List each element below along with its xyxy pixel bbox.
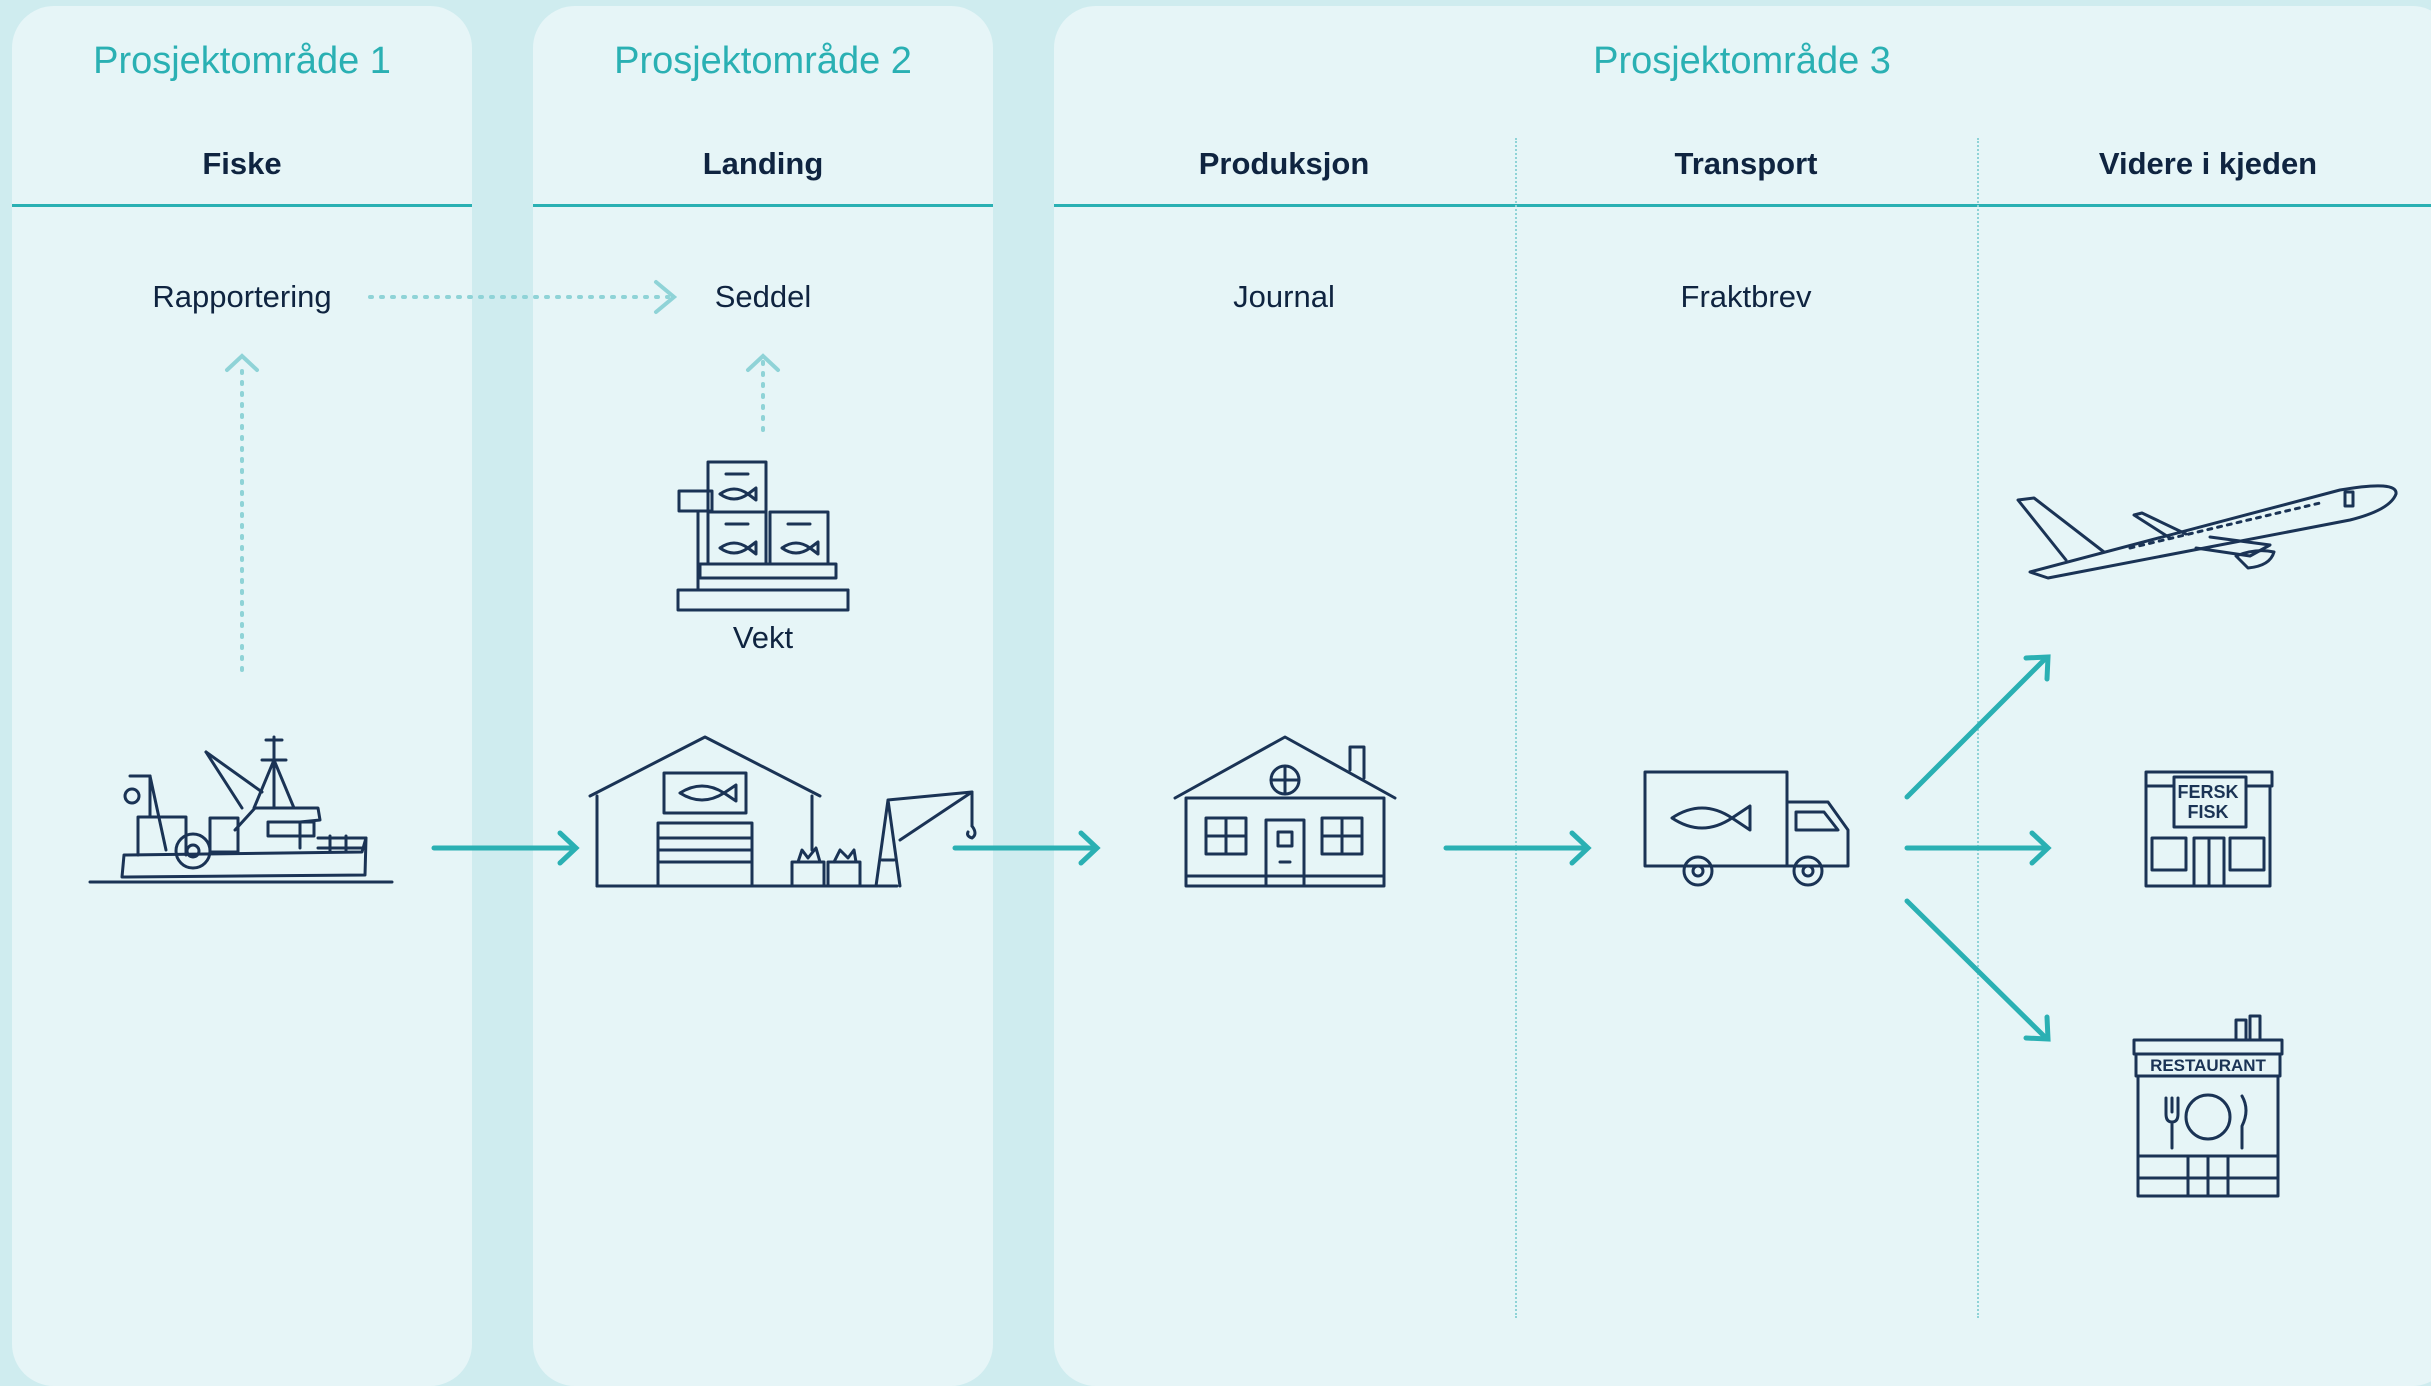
column-divider-1 [1515,138,1517,1318]
fishing-boat-icon [88,735,394,884]
warehouse-icon [588,735,977,888]
production-house-icon [1173,735,1397,888]
area-title-2: Prosjektområde 2 [614,40,912,82]
dotted-arrow-vekt-to-seddel [746,353,780,432]
dotted-arrow-boat-to-rapportering [225,353,259,672]
stage-header-produksjon: Produksjon [1198,146,1370,181]
area-title-1: Prosjektområde 1 [93,40,391,82]
truck-icon [1643,770,1850,887]
document-journal: Journal [1233,279,1335,314]
stage-header-landing: Landing [702,146,824,181]
stage-header-transport: Transport [1674,146,1818,181]
area-title-3: Prosjektområde 3 [1593,40,1891,82]
header-underline-1 [12,204,472,207]
header-underline-2 [533,204,993,207]
stage-header-fiske: Fiske [202,146,282,181]
restaurant-icon [2132,1014,2284,1198]
document-seddel: Seddel [714,279,812,314]
arrow-transport-to-airplane [1904,654,2051,800]
arrow-landing-to-produksjon [952,830,1101,866]
area-panel-1: Prosjektområde 1 [12,6,472,1386]
header-underline-3 [1054,204,2431,207]
restaurant-sign: RESTAURANT [2150,1056,2266,1075]
arrow-produksjon-to-transport [1443,830,1592,866]
scale-label: Vekt [732,620,794,655]
arrow-fiske-to-landing [431,830,580,866]
airplane-icon [2016,484,2398,580]
shop-sign-line2: FISK [2187,802,2228,822]
stage-header-videre: Videre i kjeden [2098,146,2318,181]
arrow-transport-to-shop [1904,830,2052,866]
shop-sign-line1: FERSK [2177,782,2238,802]
fish-shop-icon [2144,770,2274,888]
document-fraktbrev: Fraktbrev [1680,279,1812,314]
arrow-transport-to-restaurant [1904,898,2051,1042]
document-rapportering: Rapportering [152,279,332,314]
area-panel-2: Prosjektområde 2 [533,6,993,1386]
dotted-arrow-rapportering-to-seddel [368,280,678,314]
scale-icon [676,460,850,612]
